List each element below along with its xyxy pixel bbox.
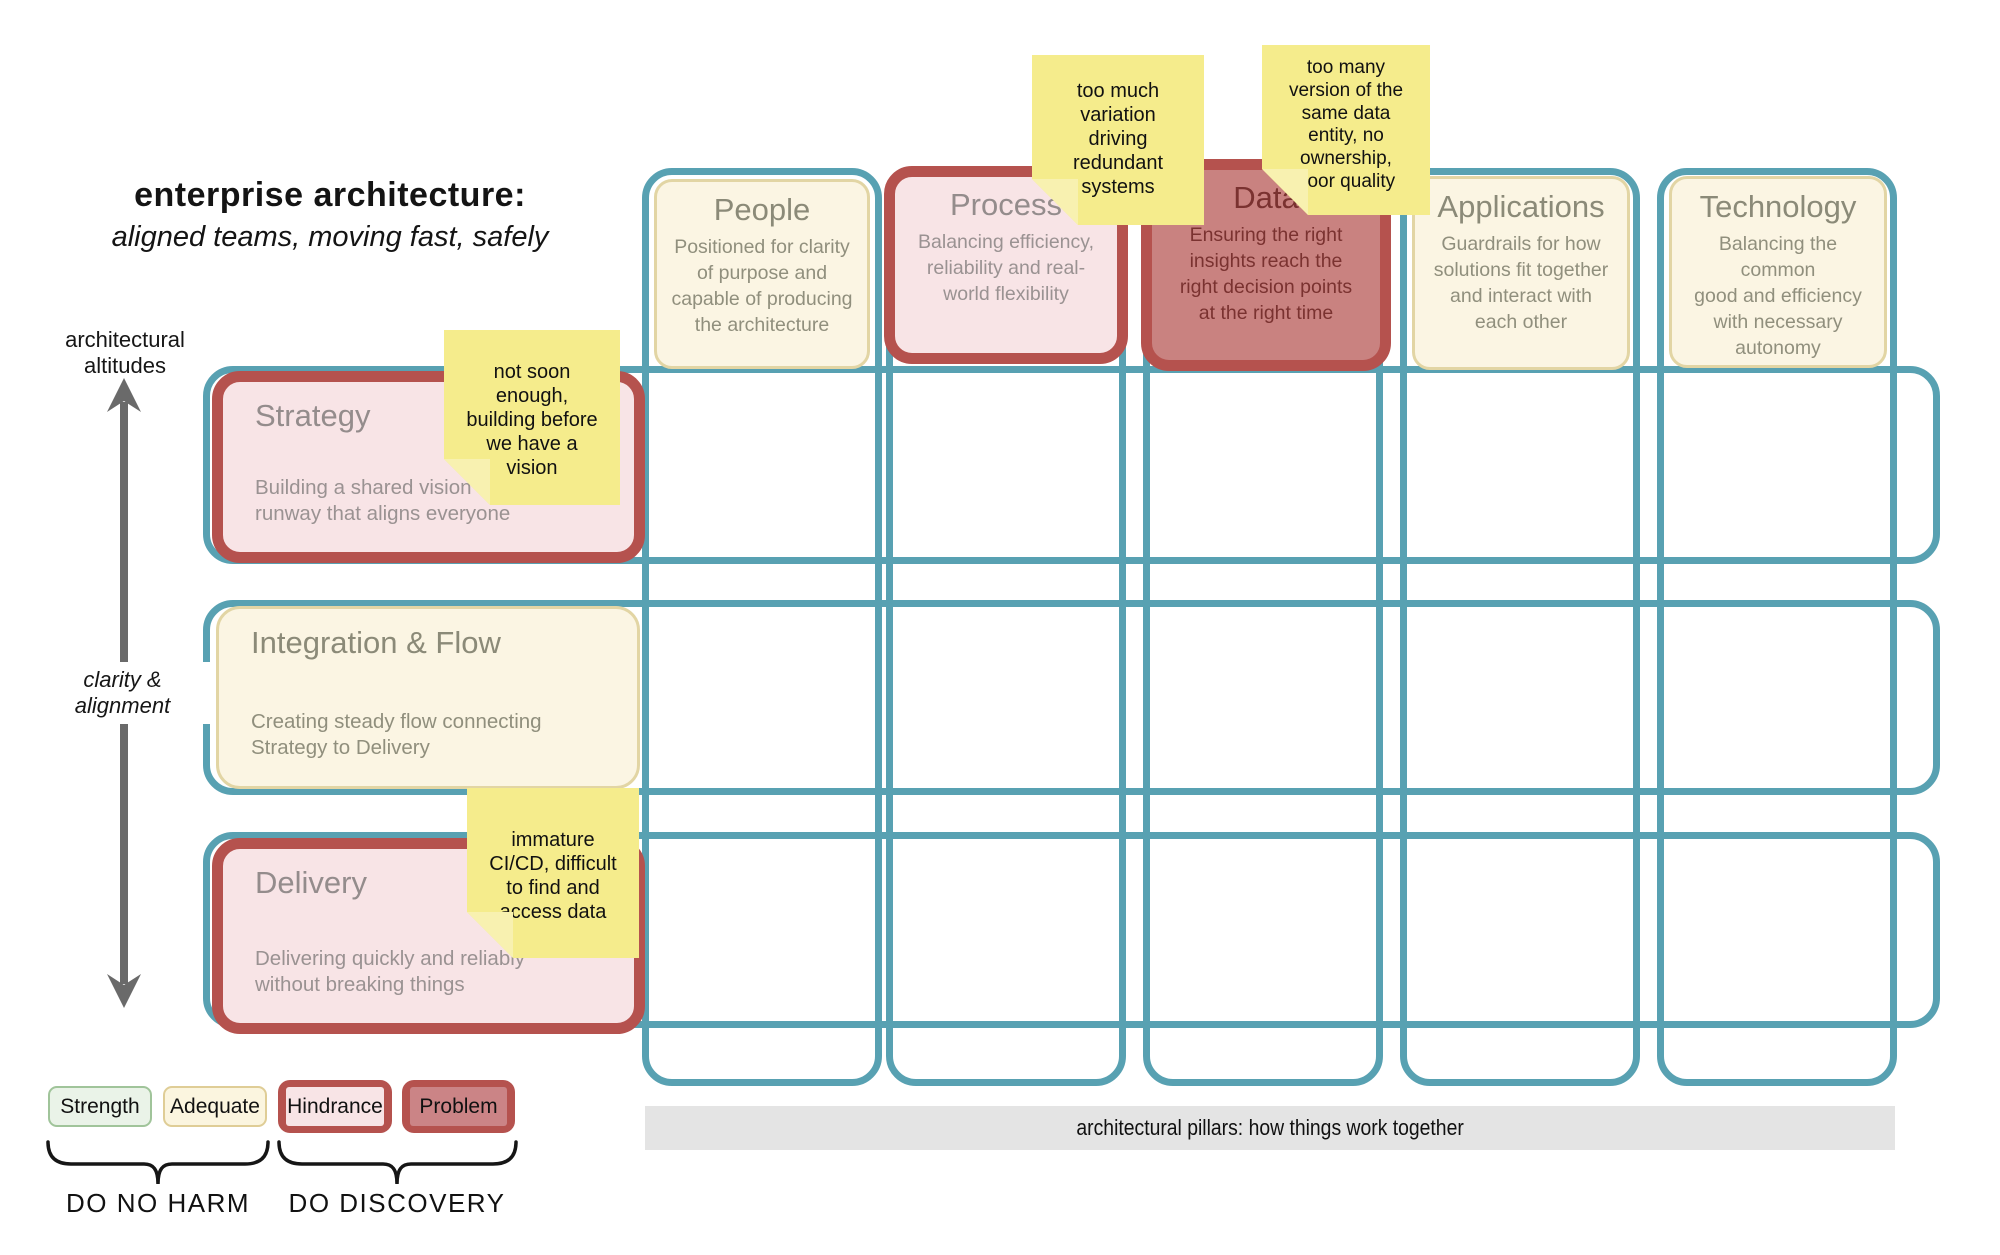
grid-column-people — [642, 168, 882, 1086]
legend-label: Strength — [60, 1094, 140, 1118]
column-desc: Positioned for clarity of purpose and ca… — [671, 236, 853, 336]
column-title: Technology — [1699, 189, 1857, 224]
column-header-applications: Applications Guardrails for how solution… — [1412, 176, 1630, 370]
row-desc: Building a shared vision runway that ali… — [255, 475, 511, 526]
footer-bar-label: architectural pillars: how things work t… — [1076, 1115, 1464, 1140]
title-subtitle: aligned teams, moving fast, safely — [111, 221, 549, 253]
arrowhead-down-icon — [107, 974, 141, 1008]
row-desc: Creating steady flow connecting Strategy… — [251, 709, 542, 760]
column-desc: Guardrails for how solutions fit togethe… — [1433, 233, 1609, 333]
row-header-integration-flow: Integration & Flow Creating steady flow … — [216, 606, 640, 789]
sticky-text: not soon enough, building before we have… — [466, 361, 598, 479]
legend-label: Adequate — [170, 1094, 260, 1118]
column-header-technology: Technology Balancing the common good and… — [1669, 176, 1887, 368]
column-header-people: People Positioned for clarity of purpose… — [654, 179, 870, 369]
column-header-process: Process Balancing efficiency, reliabilit… — [884, 166, 1128, 364]
column-desc: Balancing the common good and efficiency… — [1694, 233, 1862, 359]
sticky-note-data-versions: too many version of the same data entity… — [1262, 45, 1430, 215]
legend-group-do-discovery: DO DISCOVERY — [288, 1188, 506, 1218]
legend-chip-strength: Strength — [48, 1086, 152, 1127]
page-title: enterprise architecture: aligned teams, … — [95, 176, 565, 254]
legend-chip-hindrance: Hindrance — [278, 1080, 392, 1133]
legend-group-do-no-harm: DO NO HARM — [66, 1188, 250, 1218]
axis-label-clarity-alignment: clarity & alignment — [35, 662, 210, 724]
footer-pillars-bar: architectural pillars: how things work t… — [645, 1106, 1895, 1150]
legend-label: Hindrance — [286, 1087, 384, 1126]
row-title: Delivery — [255, 865, 367, 900]
row-title: Integration & Flow — [251, 625, 501, 660]
sticky-text: immature CI/CD, difficult to find and ac… — [489, 829, 617, 923]
legend-chip-problem: Problem — [402, 1080, 515, 1133]
row-title: Strategy — [255, 398, 371, 433]
sticky-note-delivery-cicd: immature CI/CD, difficult to find and ac… — [467, 788, 639, 958]
column-desc: Balancing efficiency, reliability and re… — [918, 231, 1094, 305]
axis-label-architectural-altitudes: architectural altitudes — [65, 327, 185, 378]
sticky-note-process-variation: too much variation driving redundant sys… — [1032, 55, 1204, 225]
legend-label: Problem — [410, 1087, 507, 1126]
grid-column-applications — [1400, 168, 1640, 1086]
legend-chip-adequate: Adequate — [163, 1086, 267, 1127]
arrowhead-up-icon — [107, 378, 141, 412]
column-title: Applications — [1437, 189, 1605, 224]
sticky-text: too many version of the same data entity… — [1288, 57, 1404, 192]
sticky-text: too much variation driving redundant sys… — [1072, 80, 1164, 198]
row-desc: Delivering quickly and reliably without … — [255, 946, 526, 997]
title-main: enterprise architecture: — [134, 176, 526, 214]
grid-column-technology — [1657, 168, 1897, 1086]
grid-row-strategy — [203, 366, 1940, 564]
column-desc: Ensuring the right insights reach the ri… — [1179, 224, 1353, 324]
grid-row-delivery — [203, 832, 1940, 1028]
brace-do-no-harm — [46, 1140, 270, 1185]
sticky-note-strategy-not-soon: not soon enough, building before we have… — [444, 330, 620, 505]
column-title: Process — [950, 187, 1062, 222]
column-title: People — [713, 192, 811, 227]
brace-do-discovery — [277, 1140, 518, 1185]
